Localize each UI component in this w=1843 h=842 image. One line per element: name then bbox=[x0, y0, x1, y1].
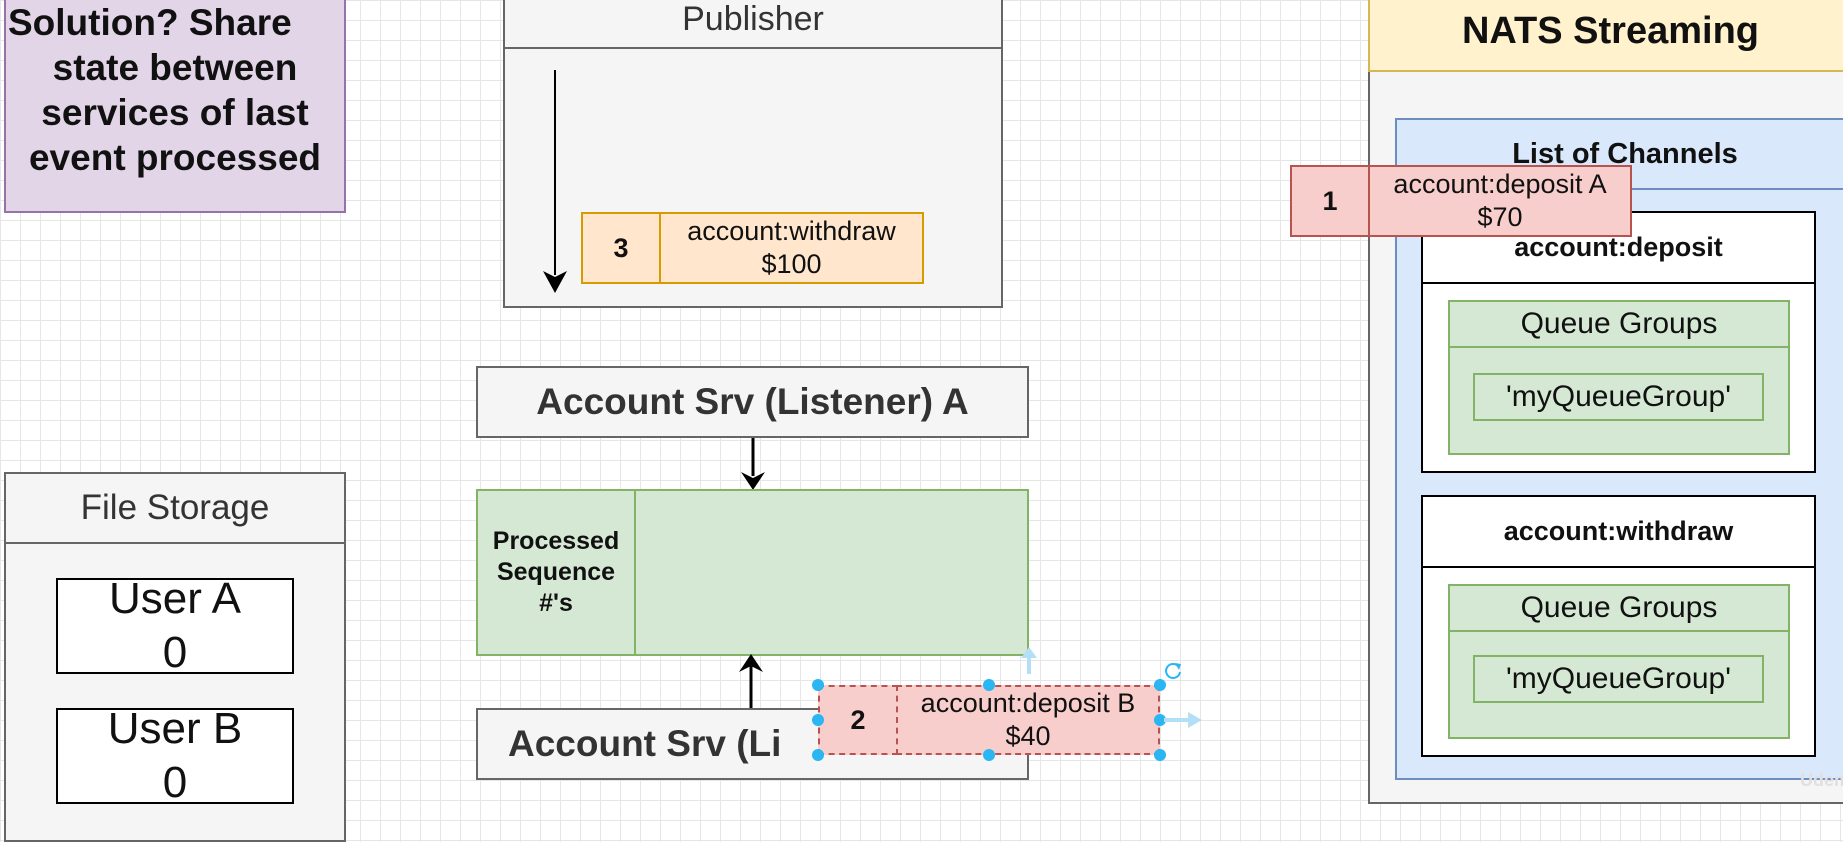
selection-handle[interactable] bbox=[1154, 679, 1166, 691]
solution-note[interactable]: Solution? Share state between services o… bbox=[4, 0, 346, 213]
nats-streaming-title: NATS Streaming bbox=[1368, 0, 1843, 72]
processed-sequence-label: Processed Sequence #'s bbox=[476, 489, 636, 656]
selection-handle[interactable] bbox=[812, 679, 824, 691]
solution-line: event processed bbox=[28, 137, 322, 178]
rotate-icon[interactable] bbox=[1162, 660, 1184, 682]
publisher-title: Publisher bbox=[503, 0, 1003, 49]
label-line: #'s bbox=[539, 589, 573, 617]
solution-line: state between bbox=[52, 47, 298, 88]
arrow-right-hint-icon[interactable] bbox=[1164, 709, 1204, 731]
selection-handle[interactable] bbox=[812, 749, 824, 761]
user-name: User B bbox=[107, 704, 243, 753]
event-number-badge[interactable]: 3 bbox=[581, 212, 661, 284]
user-value: 0 bbox=[162, 758, 188, 807]
event-card-withdraw[interactable]: account:withdraw $100 bbox=[659, 212, 924, 284]
queue-groups-label: Queue Groups bbox=[1448, 584, 1790, 632]
solution-line: Solution? Share bbox=[8, 2, 292, 43]
selection-handle[interactable] bbox=[1154, 714, 1166, 726]
event-amount: $100 bbox=[761, 249, 822, 279]
selection-handle[interactable] bbox=[812, 714, 824, 726]
user-record[interactable]: User A 0 bbox=[56, 574, 294, 677]
user-name: User A bbox=[108, 574, 242, 623]
event-amount: $70 bbox=[1477, 202, 1523, 232]
event-number-badge[interactable]: 1 bbox=[1290, 165, 1370, 237]
user-value: 0 bbox=[162, 628, 188, 677]
event-name: account:withdraw bbox=[687, 216, 896, 246]
publisher-arrow bbox=[543, 70, 567, 293]
listener-b-title: Account Srv (Li bbox=[508, 723, 782, 764]
event-name: account:deposit A bbox=[1393, 169, 1607, 199]
queue-groups-label: Queue Groups bbox=[1448, 300, 1790, 348]
event-amount: $40 bbox=[1005, 721, 1051, 751]
selection-handle[interactable] bbox=[983, 749, 995, 761]
event-number-badge[interactable]: 2 bbox=[818, 685, 898, 755]
selection-handle[interactable] bbox=[1154, 749, 1166, 761]
file-storage-title: File Storage bbox=[4, 472, 346, 544]
queue-group-item[interactable]: 'myQueueGroup' bbox=[1473, 373, 1764, 421]
arrow-up-icon bbox=[739, 654, 763, 708]
listener-a-box[interactable]: Account Srv (Listener) A bbox=[476, 366, 1029, 438]
arrow-up-hint-icon[interactable] bbox=[1018, 646, 1040, 676]
arrow-down-icon bbox=[741, 438, 765, 490]
user-record[interactable]: User B 0 bbox=[56, 704, 294, 807]
channel-name: account:withdraw bbox=[1421, 495, 1816, 568]
label-line: Processed bbox=[492, 527, 620, 555]
event-name: account:deposit B bbox=[920, 688, 1136, 718]
watermark: Udem bbox=[1800, 770, 1843, 790]
event-card-deposit-a[interactable]: account:deposit A $70 bbox=[1368, 165, 1632, 237]
queue-group-item[interactable]: 'myQueueGroup' bbox=[1473, 655, 1764, 703]
selection-handle[interactable] bbox=[983, 679, 995, 691]
label-line: Sequence bbox=[496, 558, 616, 586]
solution-line: services of last bbox=[41, 92, 309, 133]
event-card-deposit-b[interactable]: account:deposit B $40 bbox=[896, 685, 1160, 755]
